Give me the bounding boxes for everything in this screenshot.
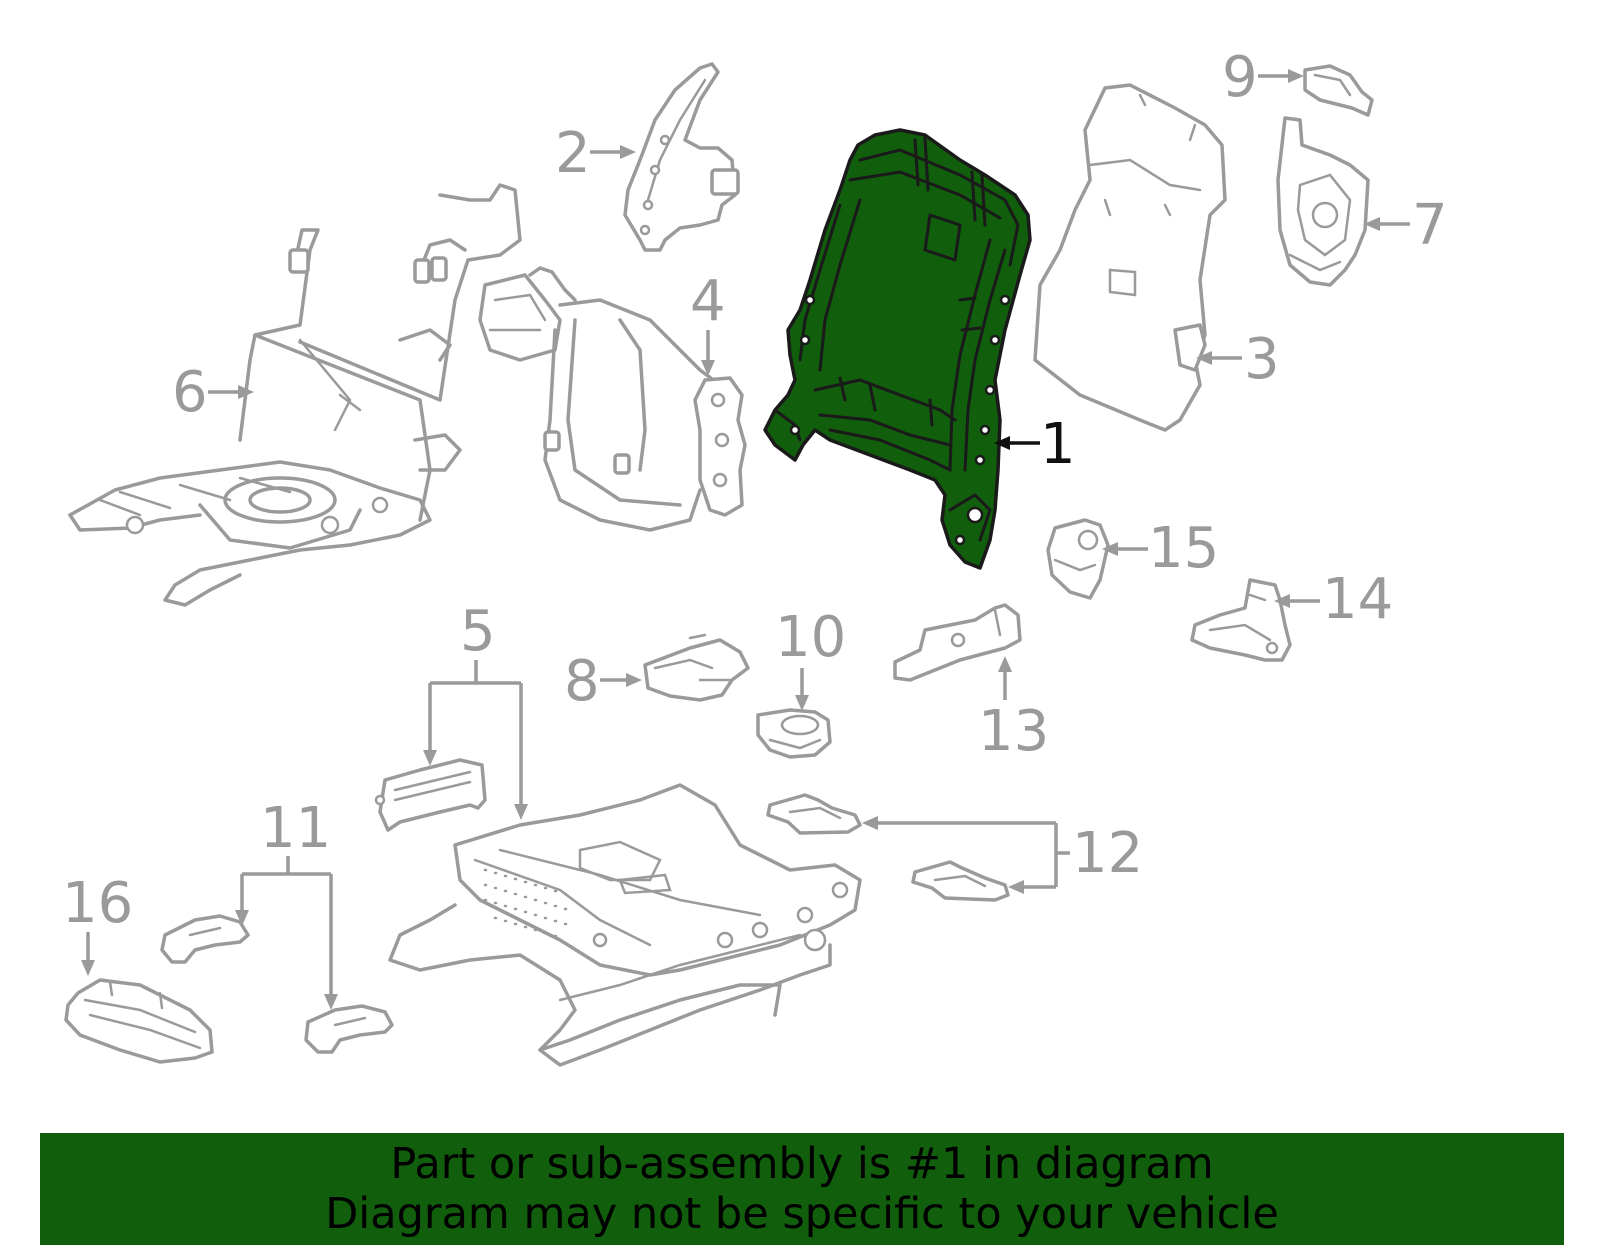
part-3-back-panel xyxy=(1033,83,1227,432)
parts-diagram: 2 6 4 9 7 3 1 15 14 13 10 8 5 12 11 16 xyxy=(62,45,1448,1067)
part-2-side-bracket xyxy=(623,62,740,252)
part-1-hole xyxy=(989,334,1001,346)
leader-lines xyxy=(81,69,1410,1010)
part-1-hole xyxy=(799,334,811,346)
callout-4: 4 xyxy=(690,269,726,334)
callout-labels: 2 6 4 9 7 3 1 15 14 13 10 8 5 12 11 16 xyxy=(62,45,1448,936)
part-1-fill xyxy=(763,128,1032,570)
part-1-hole xyxy=(984,384,996,396)
part-5-control-panel xyxy=(374,758,487,832)
part-1-hole xyxy=(966,506,984,524)
part-1-hole xyxy=(954,534,966,546)
callout-14: 14 xyxy=(1322,567,1393,632)
part-6-seat-frame-harness xyxy=(68,183,522,607)
part-10-bushing xyxy=(756,708,832,759)
part-8-cover xyxy=(643,633,750,702)
part-12-cover-upper xyxy=(766,793,862,835)
part-7-recliner-cover xyxy=(1276,116,1370,287)
callout-9: 9 xyxy=(1222,45,1258,110)
callout-15: 15 xyxy=(1148,516,1219,581)
part-11-cover-lower xyxy=(304,1004,394,1054)
banner-line-2: Diagram may not be specific to your vehi… xyxy=(325,1189,1279,1239)
part-1-hole xyxy=(999,294,1011,306)
callout-16: 16 xyxy=(62,871,133,936)
callout-10: 10 xyxy=(775,605,846,670)
part-16-module xyxy=(64,978,214,1064)
part-1-hole xyxy=(789,424,801,436)
callout-5: 5 xyxy=(460,599,496,664)
callout-1: 1 xyxy=(1040,412,1076,477)
callout-2: 2 xyxy=(555,121,591,186)
callout-12: 12 xyxy=(1072,821,1143,886)
part-4-lumbar-assembly xyxy=(478,266,747,532)
part-1-hole xyxy=(804,294,816,306)
part-12-cover-lower xyxy=(911,860,1010,902)
part-15-bracket xyxy=(1046,518,1110,600)
callout-11: 11 xyxy=(260,796,331,861)
part-9-clip xyxy=(1303,64,1374,117)
part-1-seat-back-frame xyxy=(763,128,1032,570)
callout-3: 3 xyxy=(1244,327,1280,392)
seat-track-adjuster xyxy=(388,783,862,1067)
info-banner: Part or sub-assembly is #1 in diagram Di… xyxy=(40,1133,1564,1245)
part-1-hole xyxy=(974,454,986,466)
callout-8: 8 xyxy=(564,649,600,714)
callout-7: 7 xyxy=(1412,193,1448,258)
callout-6: 6 xyxy=(172,360,208,425)
mesh-dots xyxy=(483,868,568,938)
callout-13: 13 xyxy=(978,699,1049,764)
part-1-hole xyxy=(979,424,991,436)
part-13-bracket xyxy=(893,603,1022,682)
part-11-cover-upper xyxy=(160,914,250,964)
part-14-bracket xyxy=(1190,578,1292,662)
banner-line-1: Part or sub-assembly is #1 in diagram xyxy=(390,1139,1214,1189)
